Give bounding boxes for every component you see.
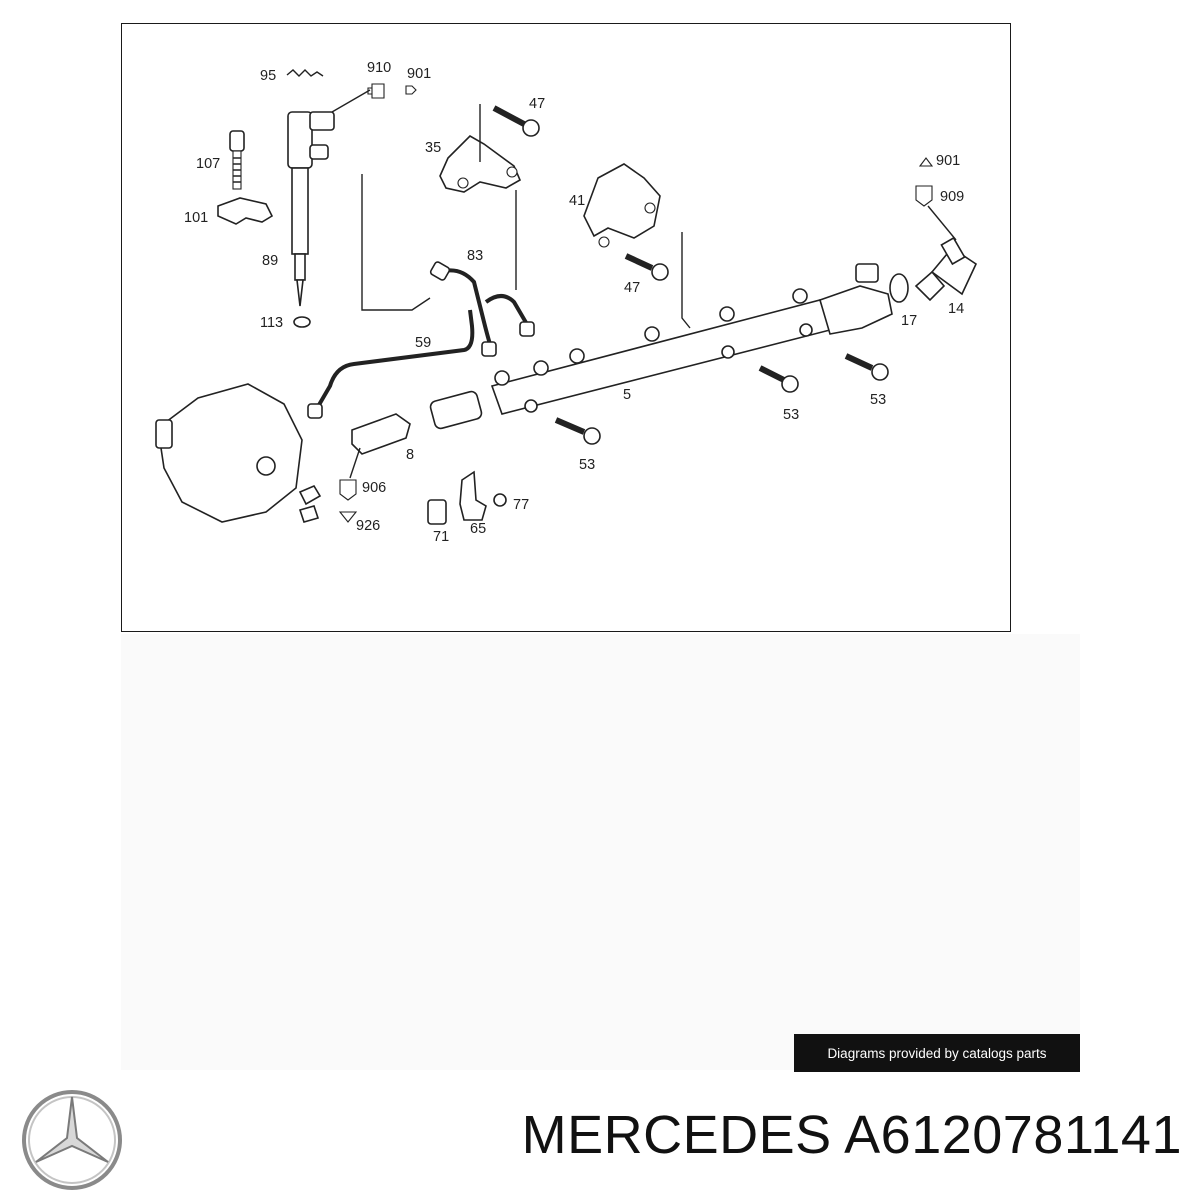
label-910: 910 (367, 60, 391, 76)
label-53: 53 (783, 407, 799, 423)
bolt-53-left (554, 417, 601, 445)
label-53: 53 (579, 457, 595, 473)
label-59: 59 (415, 335, 431, 351)
label-5: 5 (623, 387, 631, 403)
leader-906 (349, 447, 361, 479)
label-909: 909 (940, 189, 964, 205)
bracket-65 (459, 470, 487, 521)
label-53: 53 (870, 392, 886, 408)
mercedes-star-logo (22, 1090, 122, 1190)
pressure-line-59 (314, 309, 475, 412)
label-901: 901 (936, 153, 960, 169)
label-17: 17 (901, 313, 917, 329)
part-drawings (155, 69, 978, 525)
diagram-credit-banner: Diagrams provided by catalogs parts (794, 1034, 1080, 1072)
diagram-backdrop (121, 634, 1080, 1070)
bolt-47-mid (624, 253, 669, 281)
clip-95 (286, 69, 324, 77)
plug-910 (367, 83, 385, 99)
pressure-sensor-14 (914, 236, 978, 302)
label-47: 47 (529, 96, 545, 112)
sleeve-71 (427, 499, 447, 525)
label-47: 47 (624, 280, 640, 296)
plug-901-right (918, 157, 934, 167)
label-65: 65 (470, 521, 486, 537)
label-71: 71 (433, 529, 449, 545)
label-901: 901 (407, 66, 431, 82)
label-906: 906 (362, 480, 386, 496)
label-35: 35 (425, 140, 441, 156)
label-77: 77 (513, 497, 529, 513)
injector-89 (287, 111, 335, 307)
high-pressure-pump (157, 383, 303, 523)
label-8: 8 (406, 447, 414, 463)
bolt-53-right (844, 353, 889, 381)
leader-lines (361, 104, 691, 329)
label-41: 41 (569, 193, 585, 209)
label-14: 14 (948, 301, 964, 317)
clamp-101 (217, 197, 274, 225)
plug-926 (338, 511, 358, 523)
screw-77 (493, 493, 507, 507)
leader-910 (331, 89, 371, 113)
leader-909 (927, 205, 957, 241)
bracket-41 (583, 163, 661, 239)
bolt-107 (229, 130, 245, 190)
label-101: 101 (184, 210, 208, 226)
bracket-35 (439, 135, 522, 193)
label-113: 113 (260, 315, 283, 331)
sensor-8 (351, 390, 483, 455)
label-926: 926 (356, 518, 380, 534)
plug-909 (915, 185, 933, 207)
bolt-53-mid (758, 365, 799, 393)
callout-labels: 95 910 901 47 35 107 101 89 83 41 47 901… (184, 60, 964, 545)
fuel-rail-5 (490, 263, 893, 415)
plug-901-top (405, 85, 417, 95)
o-ring-17 (889, 273, 909, 303)
brand-part-number-title: MERCEDES A6120781141 (521, 1105, 1182, 1165)
label-83: 83 (467, 248, 483, 264)
label-107: 107 (196, 156, 220, 172)
plug-906 (339, 479, 357, 501)
label-95: 95 (260, 68, 276, 84)
bolt-47-top (492, 105, 540, 137)
washer-113 (293, 316, 311, 328)
label-89: 89 (262, 253, 278, 269)
